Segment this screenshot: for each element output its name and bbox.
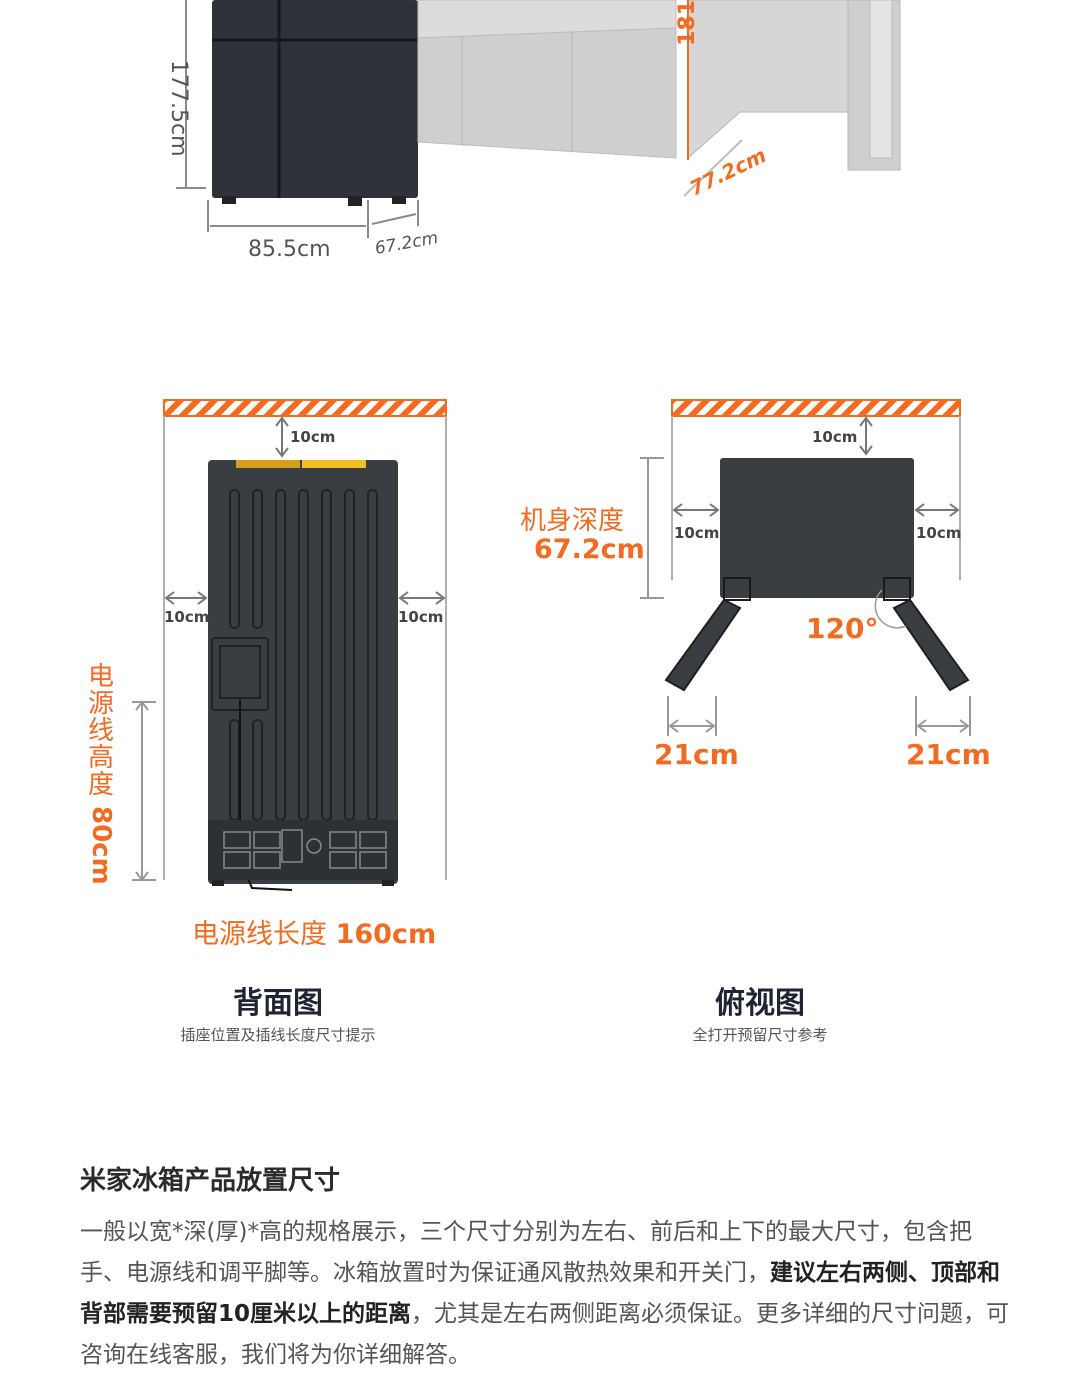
top-view-subtitle: 全打开预留尺寸参考 bbox=[692, 1026, 828, 1044]
room-depth-label: 77.2cm bbox=[686, 143, 770, 201]
info-text-1: 一般以宽*深(厚)*高的规格展示，三个尺寸分别为左右、前后和上下的最大尺寸，包含… bbox=[80, 1219, 972, 1286]
top-view-left-gap: 10cm bbox=[674, 524, 719, 542]
rear-view-figure: 10cm 10cm 10cm bbox=[132, 399, 447, 891]
cord-height-label: 电源线高度 bbox=[87, 662, 114, 800]
depth-value: 67.2cm bbox=[534, 534, 645, 565]
top-view-title: 俯视图 bbox=[715, 986, 805, 1021]
fridge-top-body bbox=[720, 458, 914, 598]
top-view-top-gap: 10cm bbox=[812, 428, 857, 446]
open-angle: 120° bbox=[806, 612, 879, 645]
cord-length-value: 160cm bbox=[335, 919, 437, 950]
height-label: 177.5cm bbox=[166, 60, 191, 157]
top-view-right-gap: 10cm bbox=[916, 524, 961, 542]
fridge-front bbox=[212, 0, 418, 198]
right-door bbox=[892, 598, 970, 692]
wall-hatch bbox=[163, 399, 447, 417]
left-door-width: 21cm bbox=[654, 738, 739, 771]
cord-length-label: 电源线长度 bbox=[192, 919, 327, 950]
rear-left-gap: 10cm bbox=[164, 608, 209, 626]
room-height-label: 181.5cm bbox=[675, 0, 700, 46]
front-dimension-figure: 177.5cm 85.5cm 67.2cm 181.5cm 77.2cm bbox=[166, 0, 901, 262]
rear-view-subtitle: 插座位置及插线长度尺寸提示 bbox=[180, 1026, 376, 1044]
cord-height-value: 80cm bbox=[86, 806, 116, 885]
cord-length: 电源线长度 160cm bbox=[192, 912, 436, 951]
rear-right-gap: 10cm bbox=[398, 608, 443, 626]
top-view-figure: 10cm 10cm 10cm bbox=[640, 399, 971, 736]
fridge-back bbox=[208, 460, 398, 884]
section-title: 米家冰箱产品放置尺寸 bbox=[80, 1166, 341, 1196]
wall-hatch-top bbox=[671, 399, 961, 417]
info-text-bold: 建议左右两侧、顶部和背部需要预留10厘米以上的距离 bbox=[80, 1260, 1000, 1327]
rear-top-gap: 10cm bbox=[290, 428, 335, 446]
right-door-width: 21cm bbox=[906, 738, 991, 771]
width-label: 85.5cm bbox=[248, 237, 331, 262]
left-door bbox=[664, 598, 742, 692]
info-paragraph: 一般以宽*深(厚)*高的规格展示，三个尺寸分别为左右、前后和上下的最大尺寸，包含… bbox=[80, 1212, 1010, 1376]
rear-view-title: 背面图 bbox=[233, 986, 323, 1021]
depth-title: 机身深度 bbox=[520, 506, 625, 536]
depth-label: 67.2cm bbox=[373, 228, 439, 259]
